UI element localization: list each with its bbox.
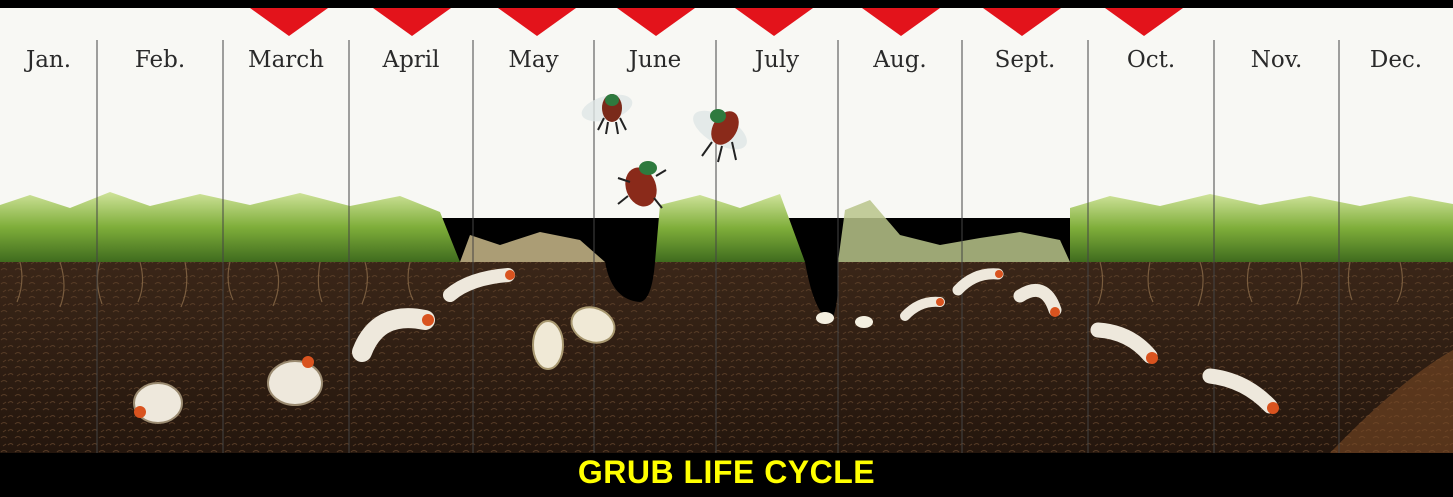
month-label: Nov. — [1214, 40, 1339, 80]
figure-title: GRUB LIFE CYCLE — [578, 454, 875, 490]
month-label: July — [716, 40, 838, 80]
month-label: Dec. — [1339, 40, 1453, 80]
month-label: April — [349, 40, 473, 80]
grub-icon — [134, 383, 182, 423]
month-labels: Jan. Feb. March April May June July Aug.… — [0, 40, 1453, 80]
month-label: Jan. — [0, 40, 97, 80]
title-bar: GRUB LIFE CYCLE — [0, 453, 1453, 491]
top-border — [0, 0, 1453, 8]
month-label: Aug. — [838, 40, 962, 80]
month-label: Sept. — [962, 40, 1088, 80]
month-label: June — [594, 40, 716, 80]
soil-layer — [0, 262, 1453, 453]
pupa-icon — [533, 321, 563, 369]
month-label: May — [473, 40, 594, 80]
month-label: March — [223, 40, 349, 80]
month-label: Oct. — [1088, 40, 1214, 80]
month-label: Feb. — [97, 40, 223, 80]
